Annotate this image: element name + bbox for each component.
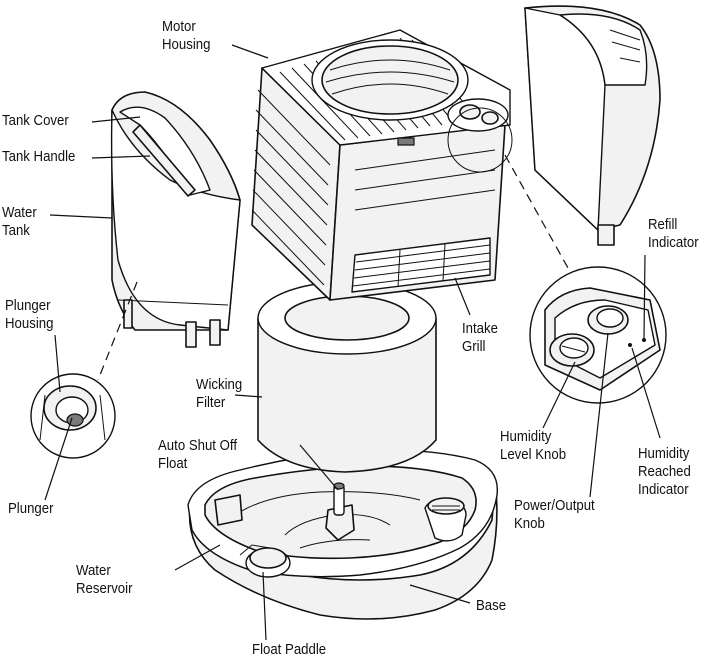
plunger-zoom-connector [97,281,138,381]
label-float-paddle: Float Paddle [252,641,327,658]
wicking-filter [257,281,437,473]
humidity-reached-indicator [628,343,632,347]
front-cover [524,5,661,246]
tank-handle [132,124,196,197]
control-zoom-connector [504,154,569,269]
top-control-panel [447,98,509,132]
brand-badge [397,137,415,146]
control-panel-detail-zoom [529,266,667,404]
power-output-knob [587,305,629,335]
float-paddle [239,544,291,578]
label-plunger: Plunger [8,500,54,517]
base-float-cup [424,497,467,542]
plunger-detail-zoom [30,373,116,459]
humidity-level-knob [549,333,595,367]
control-callout-circle [447,107,513,173]
label-tank-cover: Tank Cover [2,112,69,129]
plunger [39,394,106,441]
water-tank [110,91,241,348]
refill-indicator [642,338,646,342]
base-left-clip [214,494,243,526]
label-base: Base [476,597,507,614]
motor-housing [251,29,511,301]
label-tank-handle: Tank Handle [2,148,76,165]
leader-lines [44,44,661,641]
